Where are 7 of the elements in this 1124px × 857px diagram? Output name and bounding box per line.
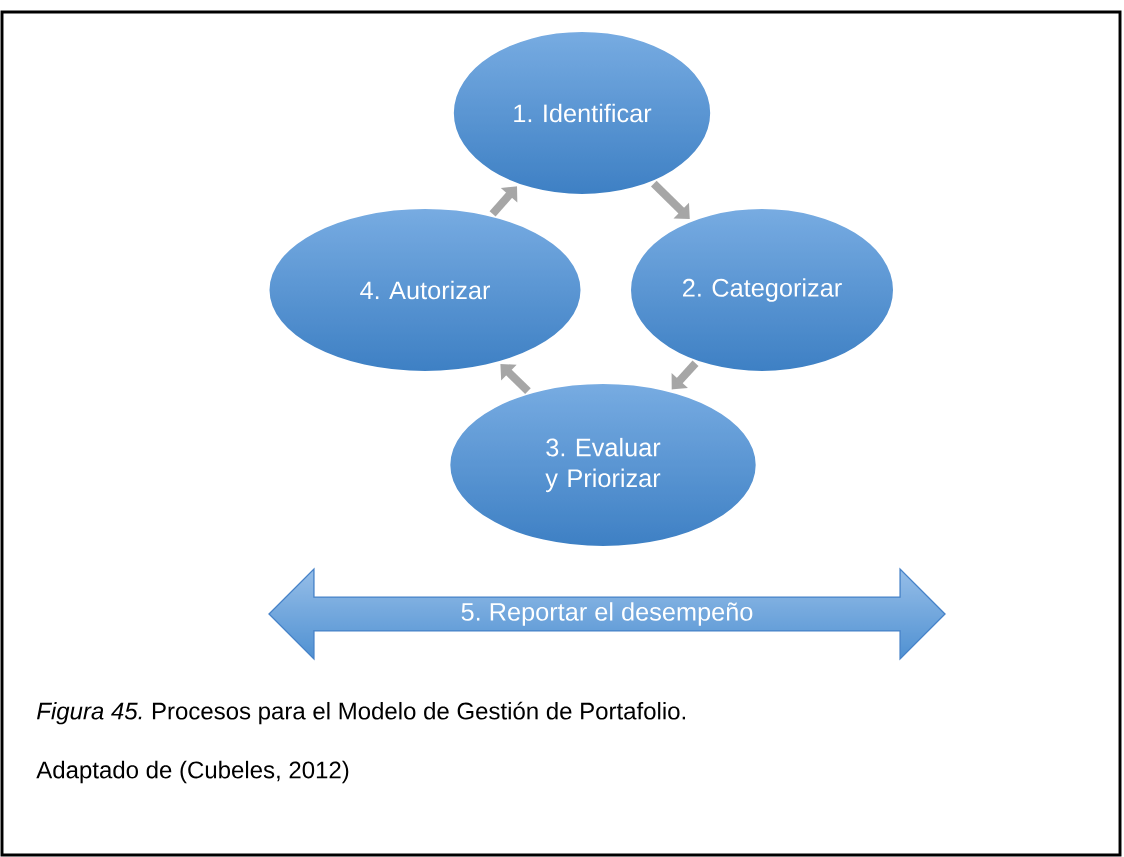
source-note: Adaptado de (Cubeles, 2012): [36, 760, 349, 784]
arrow: [671, 360, 699, 390]
double-arrow-banner: 5. Reportar el desempeño: [268, 567, 946, 661]
arrow: [651, 180, 690, 219]
arrow: [500, 364, 531, 395]
arrow: [489, 186, 518, 217]
figure-caption: Figura 45. Procesos para el Modelo de Gestión de Portafolio.: [37, 701, 685, 725]
